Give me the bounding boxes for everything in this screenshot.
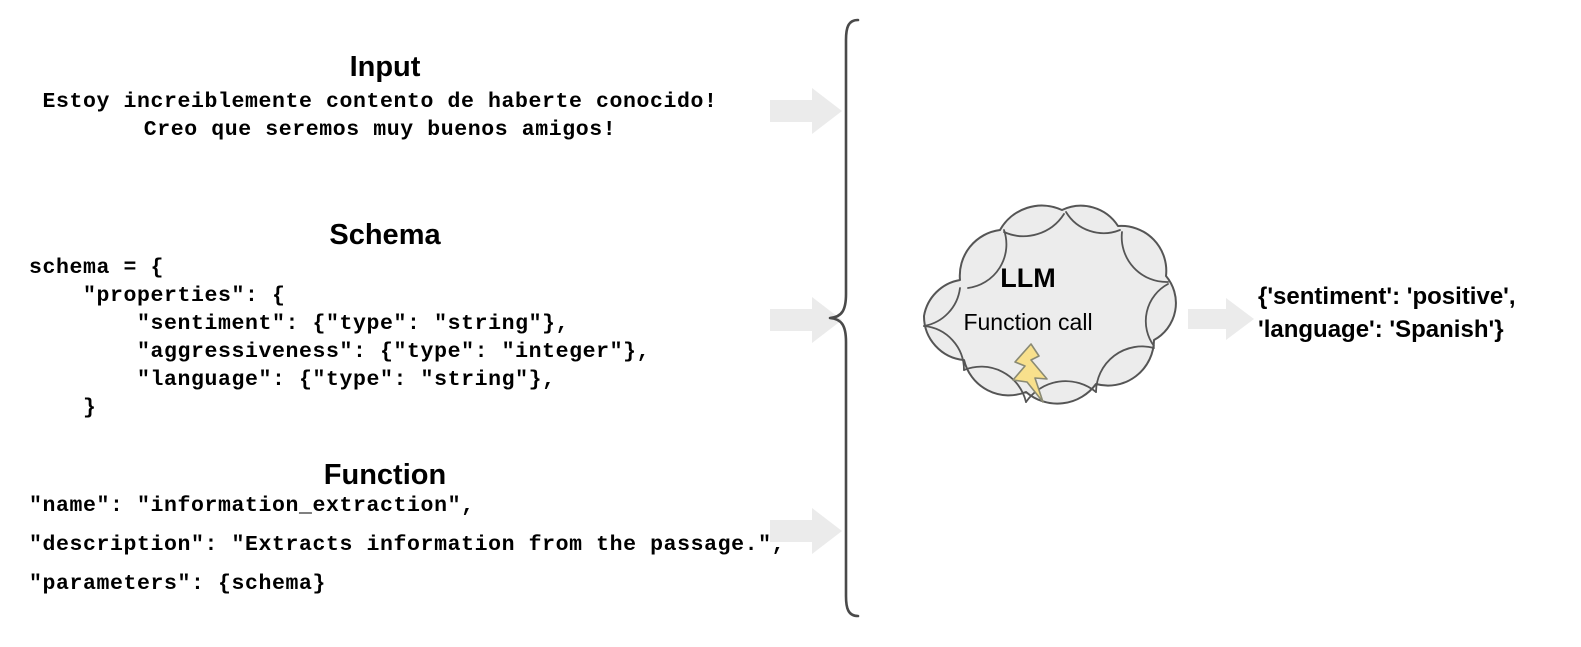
lightning-bolt-icon (1005, 342, 1061, 409)
schema-code-line-3: "sentiment": {"type": "string"}, (29, 312, 570, 336)
function-code-line-2: "description": "Extracts information fro… (29, 533, 786, 557)
input-text-line-2: Creo que seremos muy buenos amigos! (143, 118, 617, 142)
output-text-line-2: 'language': 'Spanish'} (1258, 316, 1504, 343)
schema-code-line-6: } (29, 396, 97, 420)
llm-title: LLM (1000, 263, 1056, 293)
llm-cloud-shape (868, 192, 1188, 447)
schema-code-line-4: "aggressiveness": {"type": "integer"}, (29, 340, 651, 364)
function-code-line-3: "parameters": {schema} (29, 572, 327, 596)
input-text-line-1: Estoy increiblemente contento de haberte… (42, 90, 718, 114)
function-section-heading: Function (323, 459, 447, 491)
function-code-line-1: "name": "information_extraction", (29, 494, 475, 518)
schema-code-line-2: "properties": { (29, 284, 286, 308)
llm-subtitle: Function call (963, 309, 1093, 335)
schema-code-line-1: schema = { (29, 256, 165, 280)
input-section-heading: Input (349, 51, 421, 83)
schema-arrow-right-icon (770, 297, 842, 348)
output-arrow-right-icon (1188, 296, 1254, 347)
schema-section-heading: Schema (329, 219, 441, 251)
output-text-line-1: {'sentiment': 'positive', (1258, 283, 1516, 310)
grouping-brace (820, 18, 890, 635)
function-arrow-right-icon (770, 508, 842, 559)
schema-code-line-5: "language": {"type": "string"}, (29, 368, 556, 392)
input-arrow-right-icon (770, 88, 842, 139)
